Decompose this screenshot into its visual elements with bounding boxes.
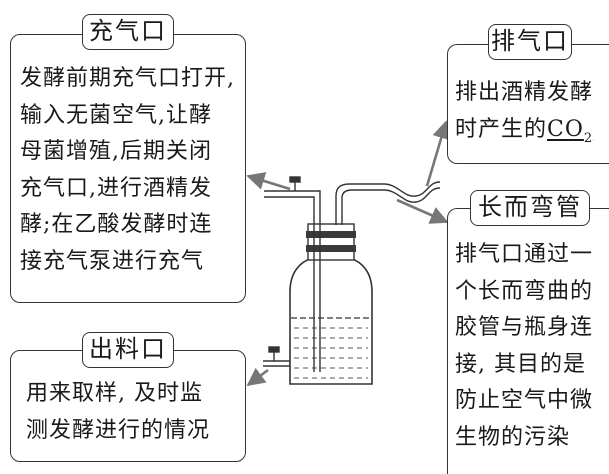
inlet-line: 发酵前期充气口打开, [20, 66, 235, 91]
inlet-description: 发酵前期充气口打开, 输入无菌空气,让酵 母菌增殖,后期关闭 充气口,进行酒精发… [20, 61, 235, 280]
outlet-info-box [10, 350, 246, 462]
long-tube-info-box [447, 208, 609, 474]
arrow-to-inlet-box [246, 172, 291, 191]
arrow-to-exhaust-box [425, 120, 451, 187]
inlet-title: 充气口 [82, 14, 174, 50]
arrow-to-outlet-box [246, 367, 269, 387]
inlet-line: 母菌增殖,后期关闭 [20, 139, 212, 164]
co2-formula: CO2 [547, 116, 593, 146]
exhaust-description: 排出酒精发酵 时产生的CO2 [455, 75, 593, 148]
exhaust-info-box [447, 44, 609, 164]
exhaust-tube [335, 181, 441, 225]
long-tube-line: 防止空气中微 [455, 388, 594, 413]
long-tube-line: 生物的污染 [455, 424, 571, 450]
long-tube-line: 胶管与瓶身连 [455, 315, 594, 340]
inlet-line: 接充气泵进行充气 [20, 248, 205, 274]
inlet-line: 充气口,进行酒精发 [20, 175, 212, 201]
outlet-line: 用来取样, 及时监 [26, 381, 203, 406]
exhaust-line-2-prefix: 时产生的 [455, 116, 548, 142]
inlet-tube [264, 176, 321, 372]
exhaust-title: 排气口 [488, 24, 572, 60]
long-tube-line: 个长而弯曲的 [455, 278, 594, 304]
inlet-line: 酵;在乙酸发酵时连 [20, 212, 213, 237]
fermentation-bottle [289, 223, 373, 385]
outlet-title: 出料口 [82, 332, 174, 368]
inlet-line: 输入无菌空气,让酵 [20, 102, 212, 128]
exhaust-line-2: 时产生的CO2 [455, 112, 593, 149]
sampling-outlet-tube [263, 346, 290, 367]
long-tube-line: 接, 其目的是 [455, 351, 586, 377]
co2-subscript: 2 [583, 130, 594, 146]
arrow-to-long-tube-box [396, 198, 449, 224]
outlet-line: 测发酵进行的情况 [26, 417, 211, 443]
exhaust-line-1: 排出酒精发酵 [455, 80, 594, 105]
inlet-info-box [10, 34, 246, 303]
long-tube-description: 排气口通过一 个长而弯曲的 胶管与瓶身连 接, 其目的是 防止空气中微 生物的污… [455, 237, 593, 456]
outlet-description: 用来取样, 及时监 测发酵进行的情况 [26, 376, 210, 449]
long-tube-title: 长而弯管 [470, 190, 590, 226]
co2-base: CO [547, 116, 584, 142]
long-tube-line: 排气口通过一 [455, 242, 594, 267]
